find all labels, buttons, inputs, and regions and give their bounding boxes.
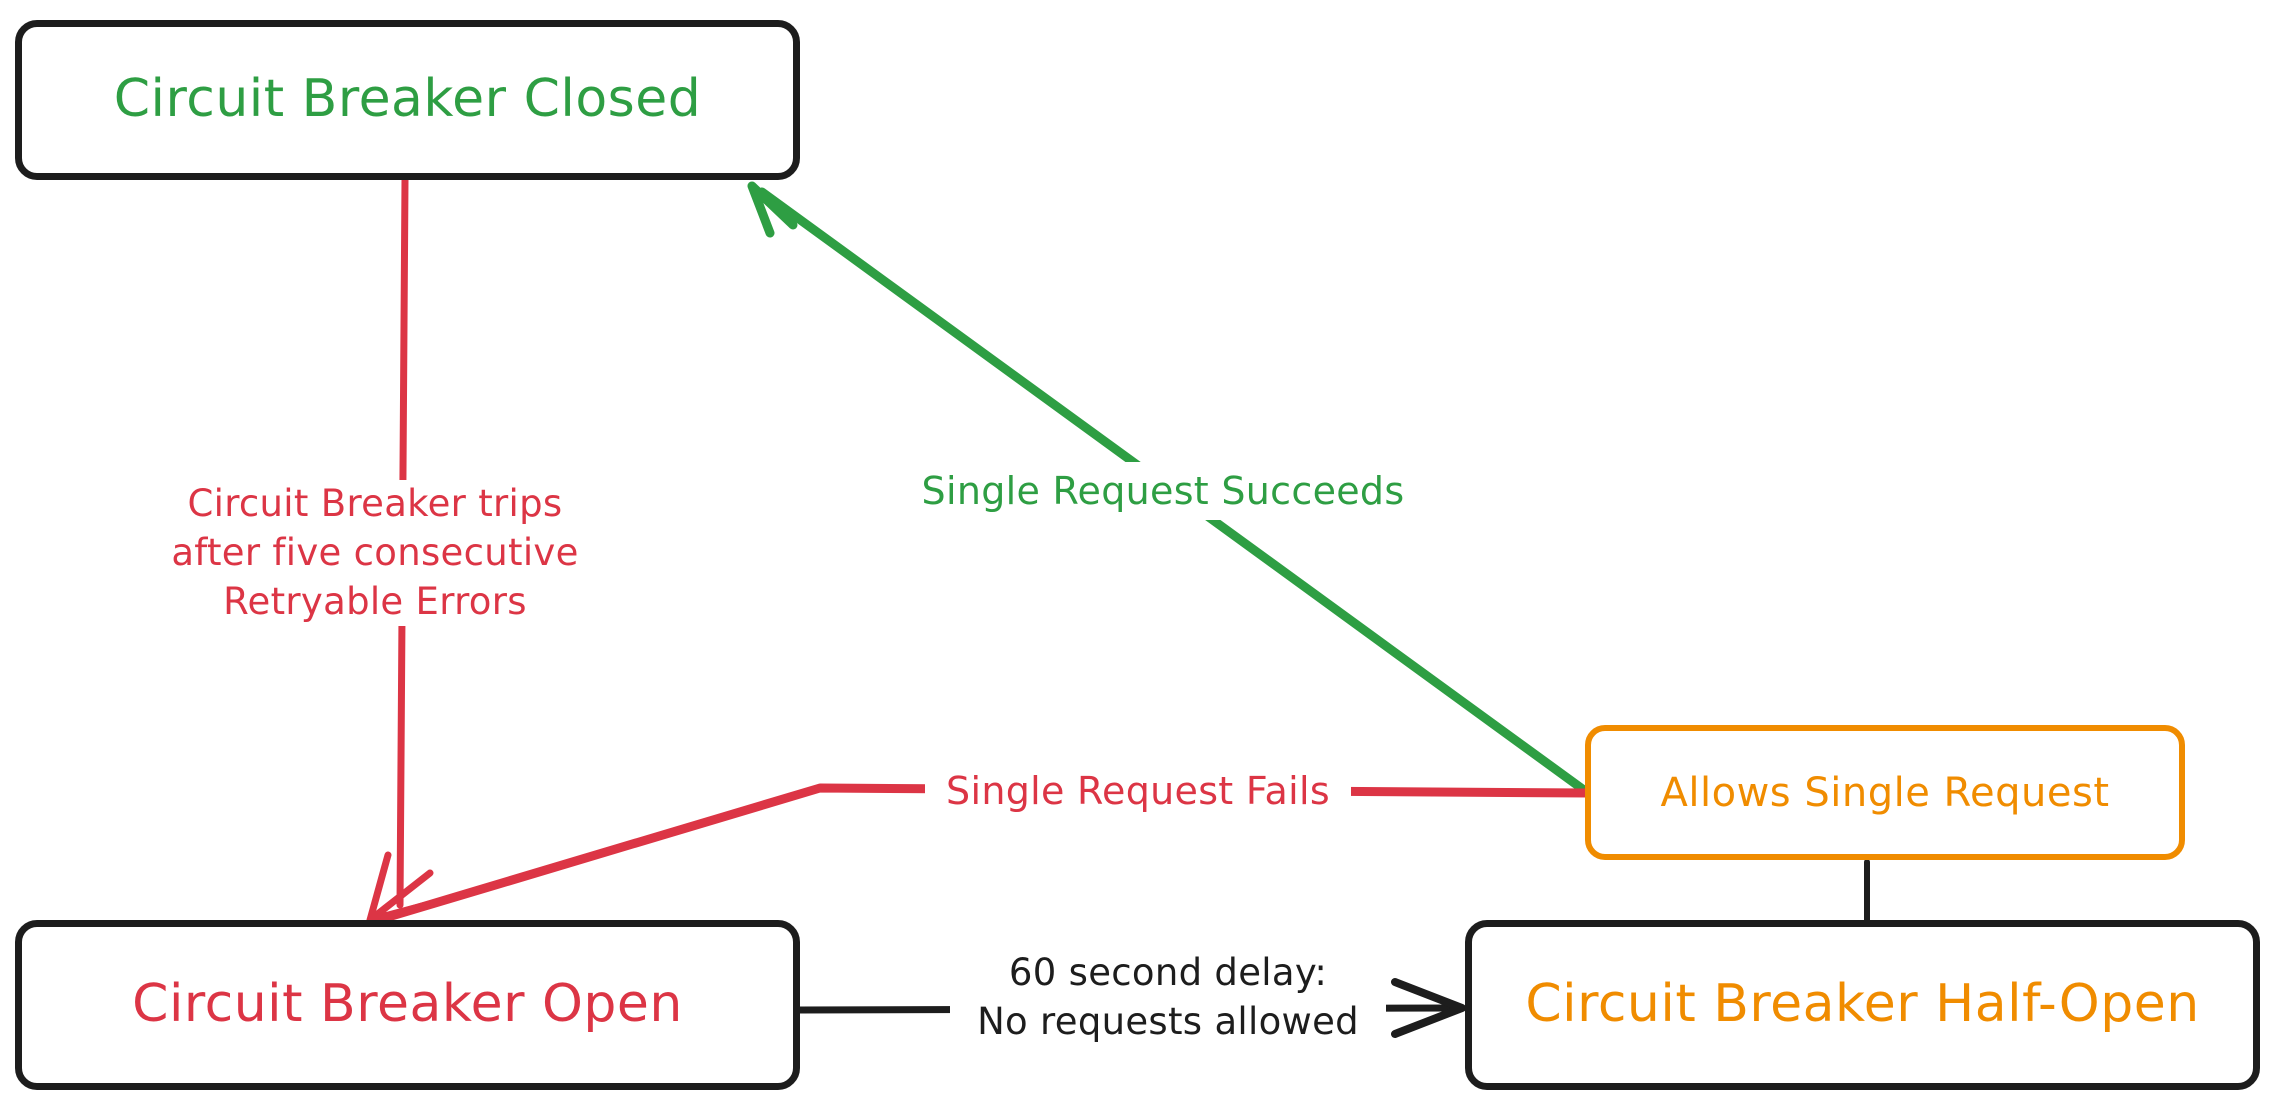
- edge-label-line: Single Request Fails: [946, 769, 1330, 813]
- node-label-circuit-breaker-half-open: Circuit Breaker Half-Open: [1525, 974, 2200, 1035]
- edge-label-single-request-fails: Single Request Fails: [925, 762, 1351, 821]
- node-circuit-breaker-half-open[interactable]: Circuit Breaker Half-Open: [1465, 920, 2260, 1090]
- node-circuit-breaker-open[interactable]: Circuit Breaker Open: [15, 920, 800, 1090]
- edge-label-line: 60 second delay:: [1008, 951, 1328, 994]
- edge-label-single-request-succeeds: Single Request Succeeds: [905, 462, 1421, 521]
- edge-label-line: Retryable Errors: [223, 579, 527, 623]
- edge-label-line: Circuit Breaker trips: [187, 482, 563, 525]
- edge-label-circuit-breaker-trips: Circuit Breaker trips after five consecu…: [150, 480, 600, 627]
- node-label-allows-single-request: Allows Single Request: [1660, 769, 2110, 816]
- edge-label-line: Single Request Succeeds: [921, 469, 1405, 513]
- node-circuit-breaker-closed[interactable]: Circuit Breaker Closed: [15, 20, 800, 180]
- edge-label-line: No requests allowed: [977, 999, 1359, 1043]
- node-label-circuit-breaker-open: Circuit Breaker Open: [132, 974, 683, 1035]
- node-label-circuit-breaker-closed: Circuit Breaker Closed: [113, 69, 702, 130]
- edge-label-sixty-second-delay: 60 second delay: No requests allowed: [950, 945, 1386, 1051]
- edge-label-line: after five consecutive: [171, 530, 579, 574]
- node-allows-single-request[interactable]: Allows Single Request: [1585, 725, 2185, 860]
